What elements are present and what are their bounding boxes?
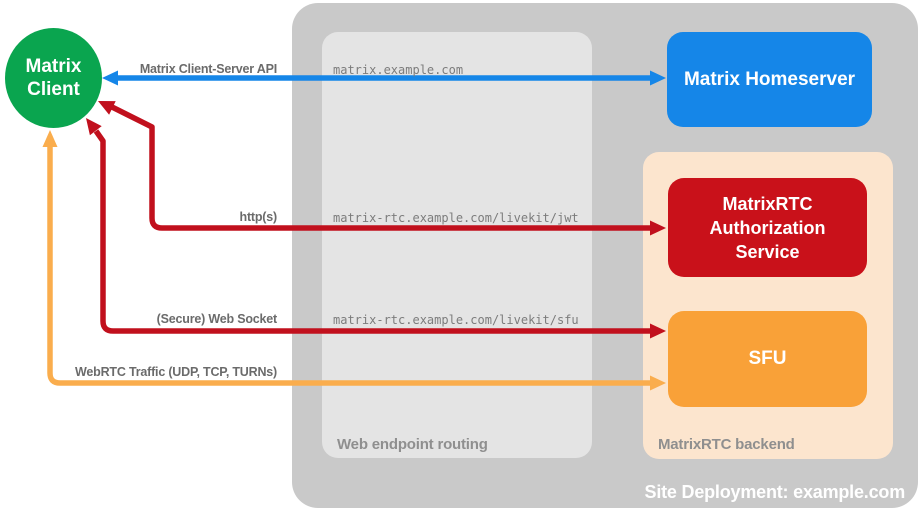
auth-service-label: MatrixRTC Authorization Service [709,193,826,262]
client-server-api-arrowhead-left [102,70,118,86]
web-endpoint-routing-container [322,32,592,458]
matrixrtc-backend-label: MatrixRTC backend [658,436,795,453]
matrix-client-node: Matrix Client [5,28,102,128]
http-arrowhead-client [98,101,116,115]
endpoint-jwt-route: matrix-rtc.example.com/livekit/jwt [333,211,579,225]
endpoint-homeserver-route: matrix.example.com [333,63,464,77]
client-server-api-arrow-label: Matrix Client-Server API [139,62,277,76]
matrix-client-label: Matrix Client [25,56,82,100]
webrtc-arrow-label: WebRTC Traffic (UDP, TCP, TURNs) [75,365,277,379]
websocket-arrowhead-client [86,118,102,136]
auth-service-node: MatrixRTC Authorization Service [668,178,867,277]
http-arrow-label: http(s) [239,210,278,224]
endpoint-sfu-route: matrix-rtc.example.com/livekit/sfu [333,313,579,327]
sfu-label: SFU [748,348,787,369]
sfu-node: SFU [668,311,867,407]
webrtc-arrowhead-client [42,130,58,147]
matrix-homeserver-node: Matrix Homeserver [667,32,872,127]
matrix-homeserver-label: Matrix Homeserver [683,68,856,90]
web-endpoint-routing-label: Web endpoint routing [337,436,488,453]
site-deployment-label: Site Deployment: example.com [644,482,906,502]
websocket-arrow-label: (Secure) Web Socket [156,312,278,326]
